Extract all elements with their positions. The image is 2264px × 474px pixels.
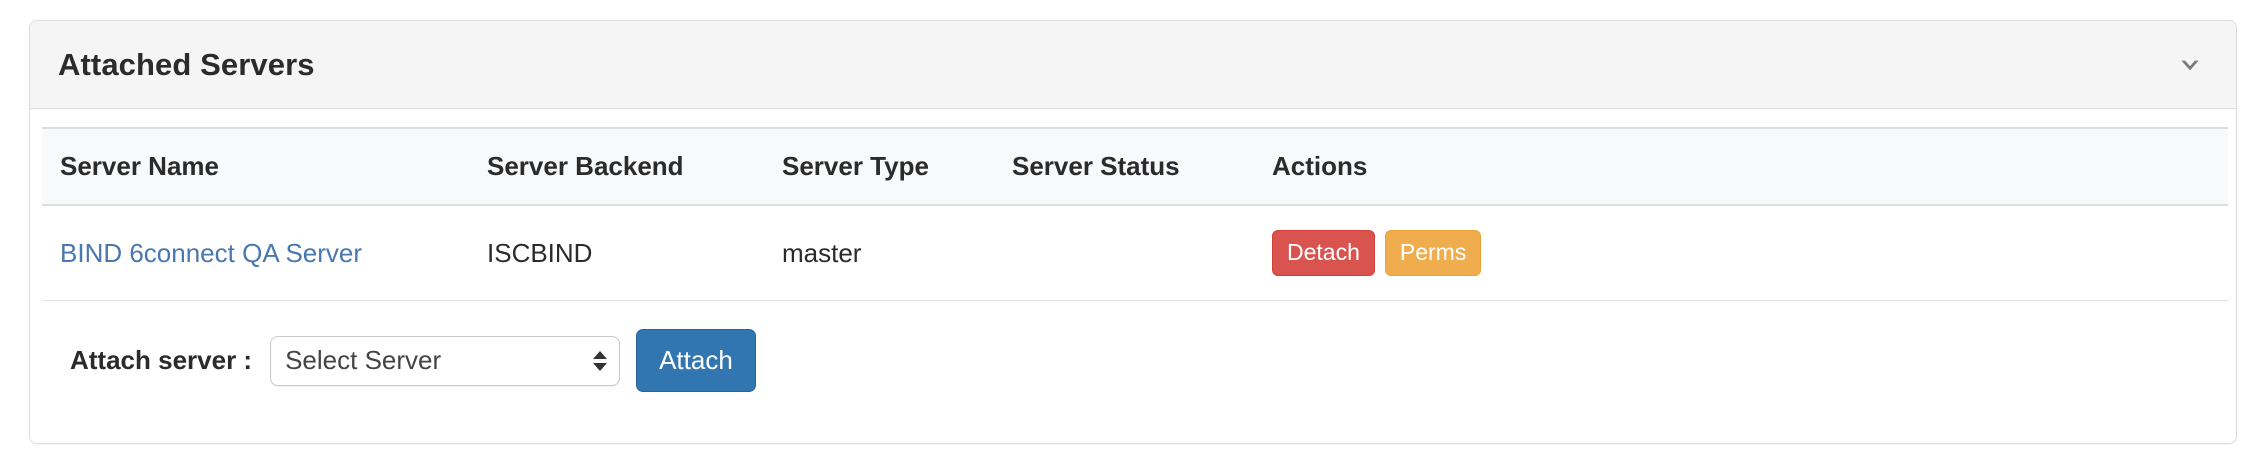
triangle-up-icon	[593, 350, 608, 359]
cell-server-type: master	[782, 205, 1012, 301]
detach-button[interactable]: Detach	[1272, 230, 1375, 276]
perms-button[interactable]: Perms	[1384, 230, 1482, 276]
table-body: BIND 6connect QA Server ISCBIND master D…	[42, 205, 2228, 301]
cell-server-backend: ISCBIND	[487, 205, 782, 301]
chevron-down-icon	[2181, 60, 2199, 70]
table-row: BIND 6connect QA Server ISCBIND master D…	[42, 205, 2228, 301]
attach-button[interactable]: Attach	[636, 329, 756, 392]
column-header-server-backend: Server Backend	[487, 127, 782, 206]
attach-server-select[interactable]: Select Server	[270, 335, 621, 386]
cell-server-status	[1012, 205, 1272, 301]
triangle-down-icon	[593, 362, 608, 371]
server-name-link[interactable]: BIND 6connect QA Server	[60, 237, 363, 268]
page-title: Attached Servers	[58, 47, 315, 82]
panel-collapse-toggle[interactable]	[2170, 45, 2210, 85]
cell-server-name: BIND 6connect QA Server	[42, 205, 487, 301]
attach-server-label: Attach server :	[70, 345, 253, 375]
attached-servers-panel: Attached Servers Server Name Server Back…	[29, 20, 2237, 444]
cell-actions: Detach Perms	[1272, 205, 2228, 301]
table-header-row: Server Name Server Backend Server Type S…	[42, 127, 2228, 206]
select-stepper-arrows-icon	[593, 348, 608, 374]
column-header-actions: Actions	[1272, 127, 2228, 206]
attach-server-select-value: Select Server	[285, 345, 442, 375]
column-header-server-name: Server Name	[42, 127, 487, 206]
column-header-server-type: Server Type	[782, 127, 1012, 206]
table-head: Server Name Server Backend Server Type S…	[42, 127, 2228, 206]
panel-body: Server Name Server Backend Server Type S…	[30, 109, 2236, 443]
servers-table-wrapper: Server Name Server Backend Server Type S…	[42, 127, 2228, 301]
column-header-server-status: Server Status	[1012, 127, 1272, 206]
panel-heading: Attached Servers	[30, 21, 2236, 109]
row-action-buttons: Detach Perms	[1272, 230, 2228, 276]
attached-servers-table: Server Name Server Backend Server Type S…	[42, 127, 2228, 301]
attach-server-form: Attach server : Select Server Attach	[70, 329, 756, 392]
